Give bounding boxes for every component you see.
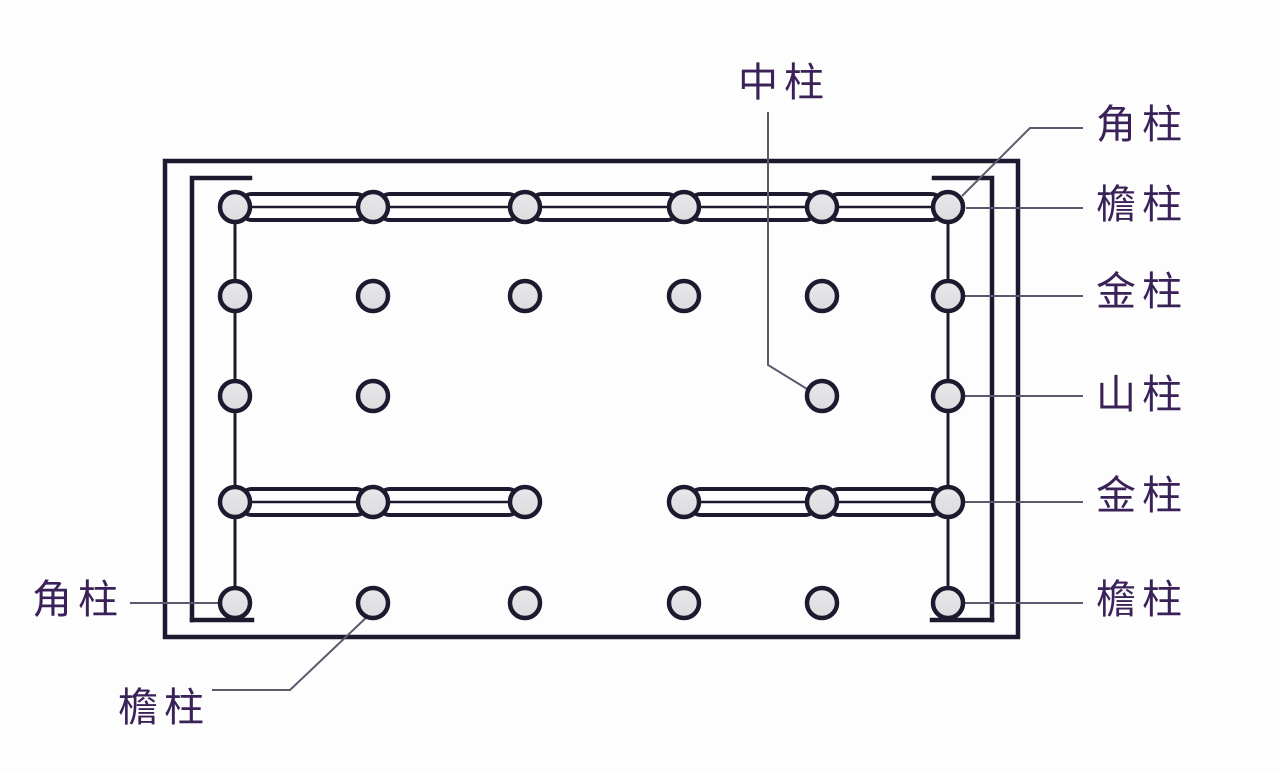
column-corner-rear-left — [217, 585, 253, 621]
column-eave-rear-5 — [804, 585, 840, 621]
column-corner-rear-right — [930, 585, 966, 621]
column-gold-front-2 — [355, 278, 391, 314]
column-corner-front-left — [217, 189, 253, 225]
column-eave-rear-3 — [507, 585, 543, 621]
column-gold-front-6 — [930, 278, 966, 314]
column-eave-front-4 — [666, 189, 702, 225]
leader-lines — [130, 112, 1083, 691]
label-gable-column-right: 山柱 — [1096, 372, 1188, 418]
column-gold-front-3 — [507, 278, 543, 314]
outer-boundary-rect — [162, 158, 1021, 640]
label-eave-column-right-top: 檐柱 — [1096, 182, 1188, 228]
column-eave-rear-4 — [666, 585, 702, 621]
column-gold-front-4 — [666, 278, 702, 314]
column-eave-front-5 — [804, 189, 840, 225]
label-center-column: 中柱 — [738, 60, 830, 106]
column-gold-rear-4 — [666, 484, 702, 520]
column-eave-front-3 — [507, 189, 543, 225]
label-gold-column-right-top: 金柱 — [1096, 269, 1188, 315]
inner-wall-top-right — [931, 175, 995, 623]
leader-line-center-column — [767, 112, 813, 393]
label-eave-column-bottom: 檐柱 — [118, 685, 210, 731]
leader-line-corner-column-right — [961, 127, 1083, 197]
column-gold-rear-6 — [930, 484, 966, 520]
column-gable-right — [930, 378, 966, 414]
column-gable-2 — [355, 378, 391, 414]
column-eave-front-2 — [355, 189, 391, 225]
label-eave-column-right-bottom: 檐柱 — [1096, 577, 1188, 623]
column-gold-front-5 — [804, 278, 840, 314]
label-corner-column-right: 角柱 — [1096, 102, 1188, 148]
column-gable-left — [217, 378, 253, 414]
column-gold-rear-3 — [507, 484, 543, 520]
columns — [217, 189, 966, 621]
beam-group-row4 — [238, 487, 945, 517]
label-corner-column-left: 角柱 — [32, 577, 124, 623]
column-gold-rear-5 — [804, 484, 840, 520]
column-eave-rear-2 — [355, 585, 391, 621]
label-gold-column-right-bottom: 金柱 — [1096, 473, 1188, 519]
inner-wall-top-left — [189, 175, 253, 623]
column-gold-rear-1 — [217, 484, 253, 520]
column-center-main — [804, 378, 840, 414]
leader-line-eave-column-bottom — [212, 613, 371, 691]
column-corner-front-right — [930, 189, 966, 225]
column-gold-front-1 — [217, 278, 253, 314]
column-gold-rear-2 — [355, 484, 391, 520]
